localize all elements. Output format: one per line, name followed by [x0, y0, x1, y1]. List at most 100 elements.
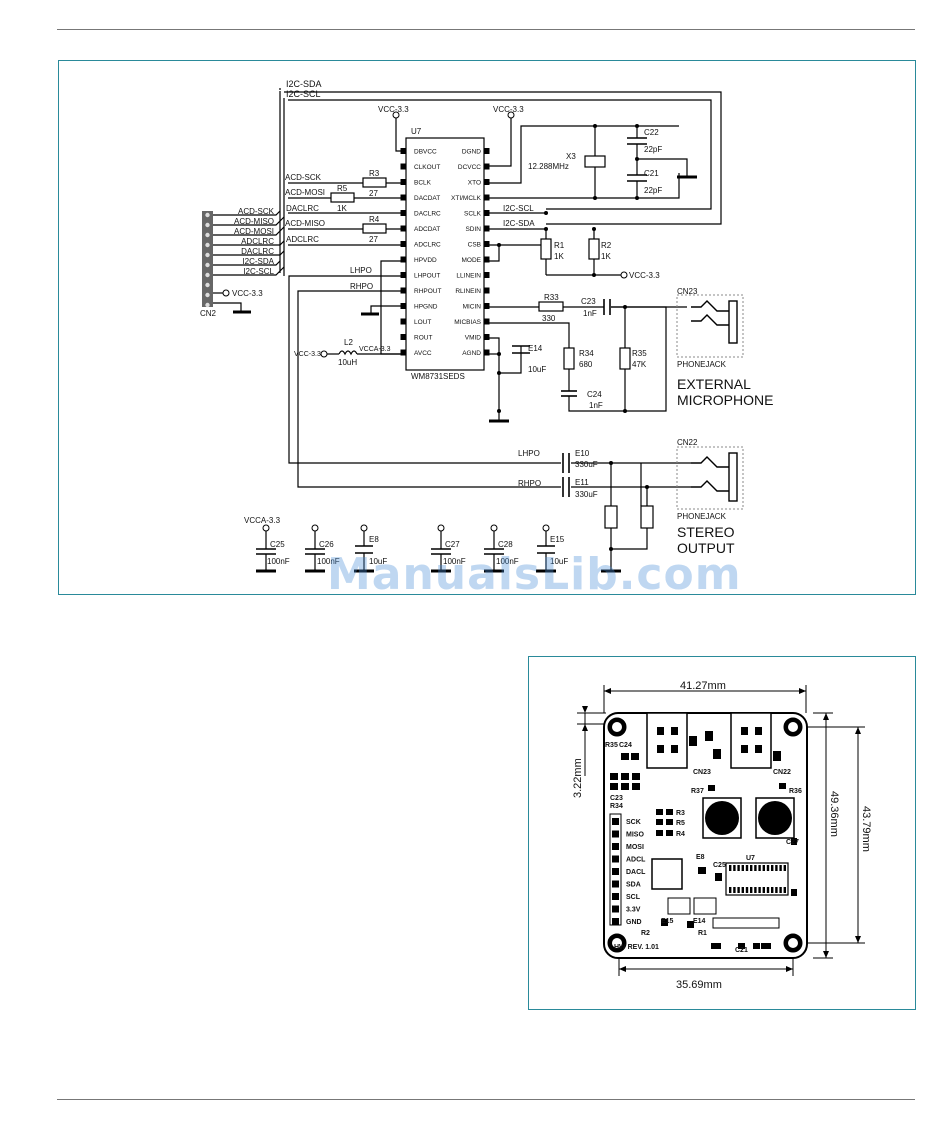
- svg-text:R37: R37: [691, 788, 704, 795]
- ic-right-pin: MICIN: [463, 304, 482, 311]
- ic-pin-stub: [400, 303, 407, 309]
- u7-pin: [758, 865, 761, 871]
- u7-pin: [771, 887, 774, 893]
- u7-pin: [779, 887, 782, 893]
- phonejack-label-1: PHONEJACK: [677, 360, 727, 369]
- silk-pin-label: DACL: [626, 869, 646, 876]
- net-i2c-sda: I2C-SDA: [503, 219, 535, 228]
- ic-right-pin: XTO: [468, 180, 481, 187]
- board-pad: [612, 905, 619, 913]
- ic-pin-stub: [483, 225, 490, 232]
- r5-value: 1K: [337, 204, 347, 213]
- r2-value: 1K: [601, 252, 611, 261]
- net-lhpo: LHPO: [350, 266, 372, 275]
- u7-pin: [754, 865, 757, 871]
- schematic-panel: I2C-SDA I2C-SCL VCC-3.3 VCC-3.3 U7 WM873…: [58, 60, 916, 600]
- ic-right-pin: MODE: [462, 257, 482, 264]
- u7-pin: [783, 865, 786, 871]
- header-ref: CN2: [200, 309, 217, 318]
- silk-pin-label: GND: [626, 919, 642, 926]
- net-i2c-scl: I2C-SCL: [503, 204, 534, 213]
- svg-text:C25: C25: [270, 540, 285, 549]
- ic-left-pin: LHPOUT: [414, 273, 440, 280]
- u7-pin: [750, 887, 753, 893]
- c26-value: 100nF: [317, 557, 340, 566]
- ic-right-pin: DGND: [462, 149, 481, 156]
- u7-pin: [754, 887, 757, 893]
- net-rhpo-2: RHPO: [518, 479, 541, 488]
- header-pin-label: ADCLRC: [241, 237, 274, 246]
- u7-pin: [745, 865, 749, 871]
- silk-pin-label: MOSI: [626, 844, 644, 851]
- ic-right-pin: RLINEIN: [455, 288, 481, 295]
- net-adclrc: ADCLRC: [286, 235, 319, 244]
- ic-pin-stub: [483, 303, 490, 309]
- top-rule: [57, 29, 915, 30]
- ic-pin-stub: [400, 272, 407, 278]
- r4-value: 27: [369, 235, 378, 244]
- net-lhpo-2: LHPO: [518, 449, 540, 458]
- ic-pin-stub: [483, 287, 490, 294]
- svg-text:C27: C27: [786, 839, 799, 846]
- ic-left-pin: DACLRC: [414, 211, 441, 218]
- board-pad: [612, 843, 619, 850]
- svg-text:C23: C23: [610, 795, 623, 802]
- u7-pin: [745, 887, 749, 893]
- watermark: ManualsLib.com: [327, 549, 742, 600]
- ic-pin-stub: [483, 256, 490, 263]
- c24-value: 1nF: [589, 401, 603, 410]
- c28-value: 100nF: [496, 557, 519, 566]
- ic-pin-stub: [400, 210, 407, 216]
- svg-text:R3: R3: [369, 169, 380, 178]
- e15-value: 10uF: [550, 557, 568, 566]
- ic-right-pin: MICBIAS: [454, 319, 481, 326]
- ic-left-pin: RHPOUT: [414, 288, 441, 295]
- silk-pin-label: SCL: [626, 894, 641, 901]
- net-acd-mosi: ACD-MOSI: [285, 188, 325, 197]
- r35-value: 47K: [632, 360, 647, 369]
- board-pad: [612, 818, 619, 825]
- svg-text:CN23: CN23: [693, 769, 711, 776]
- header-pin: [205, 292, 210, 298]
- vcc-label-2: VCC-3.3: [493, 105, 524, 114]
- ic-pin-stub: [483, 210, 490, 216]
- ic-pin-stub: [400, 318, 407, 325]
- ic-pin-stub: [483, 148, 490, 154]
- ic-left-pin: LOUT: [414, 319, 431, 326]
- header-pin: [205, 212, 210, 218]
- u7-pin: [729, 865, 732, 871]
- svg-text:E10: E10: [575, 449, 590, 458]
- ic-left-pin: DBVCC: [414, 149, 437, 156]
- u7-pin: [779, 865, 782, 871]
- header-pin-labels: ACD-SCKACD-MISOACD-MOSIADCLRCDACLRCI2C-S…: [234, 207, 275, 276]
- u7-pin: [775, 887, 778, 893]
- svg-text:E15: E15: [661, 918, 674, 925]
- schematic-diagram: I2C-SDA I2C-SCL VCC-3.3 VCC-3.3 U7 WM873…: [200, 79, 773, 573]
- header-pin: [205, 262, 210, 268]
- svg-text:C21: C21: [644, 169, 659, 178]
- e14-value: 10uF: [528, 365, 546, 374]
- external-label: EXTERNAL: [677, 376, 751, 392]
- svg-text:R36: R36: [789, 788, 802, 795]
- header-pin: [205, 282, 210, 288]
- ic-pin-stub: [483, 241, 490, 247]
- vcc-label-4: VCC-3.3: [294, 351, 321, 358]
- svg-text:CN22: CN22: [773, 769, 791, 776]
- ic-left-pin: DACDAT: [414, 195, 440, 202]
- u7-pin: [741, 865, 744, 871]
- ic-pin-stub: [400, 148, 407, 154]
- c21-value: 22pF: [644, 186, 662, 195]
- header-pin-label: I2C-SDA: [242, 257, 274, 266]
- ic-right-pin: AGND: [462, 350, 481, 357]
- ic-left-pin: ROUT: [414, 335, 432, 342]
- svg-text:R5: R5: [676, 820, 685, 827]
- u7-pin: [766, 887, 770, 893]
- net-rhpo: RHPO: [350, 282, 373, 291]
- ic-pin-stub: [483, 194, 490, 201]
- svg-text:U7: U7: [746, 855, 755, 862]
- svg-text:E8: E8: [369, 535, 379, 544]
- ic-pin-stub: [483, 334, 490, 340]
- silk-pin-label: SDA: [626, 882, 641, 889]
- ic-left-pin: HPVDD: [414, 257, 437, 264]
